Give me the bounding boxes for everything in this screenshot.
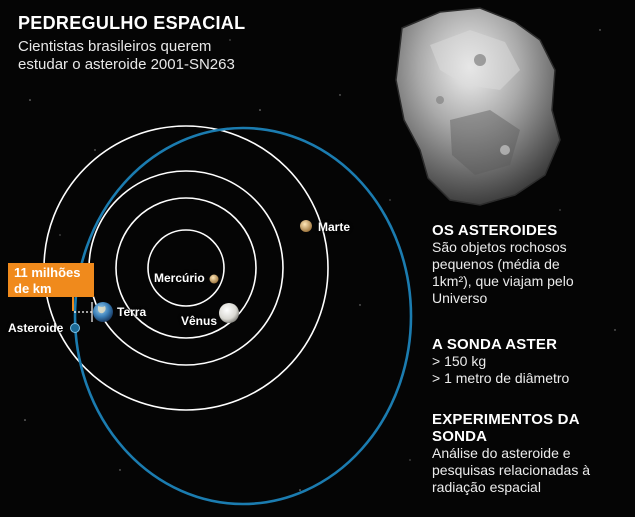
asteroide-marker xyxy=(70,323,80,333)
asteroides-line-2: pequenos (média de xyxy=(432,256,560,272)
section-experimentos-body: Análise do asteroide e pesquisas relacio… xyxy=(432,445,632,496)
callout-pointer xyxy=(72,297,74,311)
orbit-asteroide xyxy=(73,126,413,506)
earth-landmass xyxy=(98,306,106,314)
callout-line-2: de km xyxy=(14,281,52,296)
section-sonda-body: > 150 kg > 1 metro de diâmetro xyxy=(432,353,632,387)
section-experimentos-heading: EXPERIMENTOS DA SONDA xyxy=(432,411,580,445)
sonda-line-1: > 150 kg xyxy=(432,353,487,369)
section-experimentos: EXPERIMENTOS DA SONDA Análise do asteroi… xyxy=(432,411,632,496)
page-subtitle: Cientistas brasileiros querem estudar o … xyxy=(18,38,348,74)
label-terra: Terra xyxy=(117,305,147,319)
orbit-venus xyxy=(115,197,257,339)
experimentos-line-3: radiação espacial xyxy=(432,479,541,495)
marte-planet xyxy=(300,220,312,232)
experimentos-line-2: pesquisas relacionadas à xyxy=(432,462,590,478)
section-sonda: A SONDA ASTER > 150 kg > 1 metro de diâm… xyxy=(432,336,632,387)
subtitle-line-2: estudar o asteroide 2001-SN263 xyxy=(18,56,235,73)
page-title: PEDREGULHO ESPACIAL xyxy=(18,13,246,33)
label-venus: Vênus xyxy=(181,314,218,328)
section-asteroides-body: São objetos rochosos pequenos (média de … xyxy=(432,239,632,307)
asteroides-line-1: São objetos rochosos xyxy=(432,239,567,255)
orbit-mercurio xyxy=(147,229,225,307)
venus-planet xyxy=(219,303,239,323)
label-asteroide: Asteroide xyxy=(8,321,64,335)
experimentos-line-1: Análise do asteroide e xyxy=(432,445,571,461)
section-asteroides-heading: OS ASTEROIDES xyxy=(432,222,558,239)
orbit-terra xyxy=(88,170,284,366)
callout-line-1: 11 milhões xyxy=(14,265,81,280)
star-field xyxy=(24,29,616,491)
section-sonda-heading: A SONDA ASTER xyxy=(432,336,558,353)
sonda-line-2: > 1 metro de diâmetro xyxy=(432,370,570,386)
subtitle-line-1: Cientistas brasileiros querem xyxy=(18,38,212,55)
distance-callout: 11 milhões de km xyxy=(8,263,94,297)
label-marte: Marte xyxy=(318,220,351,234)
asteroides-line-3: 1km²), que viajam pelo xyxy=(432,273,574,289)
mercurio-planet xyxy=(209,274,219,284)
asteroid-rock-icon xyxy=(395,7,561,206)
label-mercurio: Mercúrio xyxy=(154,271,205,285)
section-asteroides: OS ASTEROIDES São objetos rochosos peque… xyxy=(432,222,632,307)
asteroides-line-4: Universo xyxy=(432,290,488,306)
